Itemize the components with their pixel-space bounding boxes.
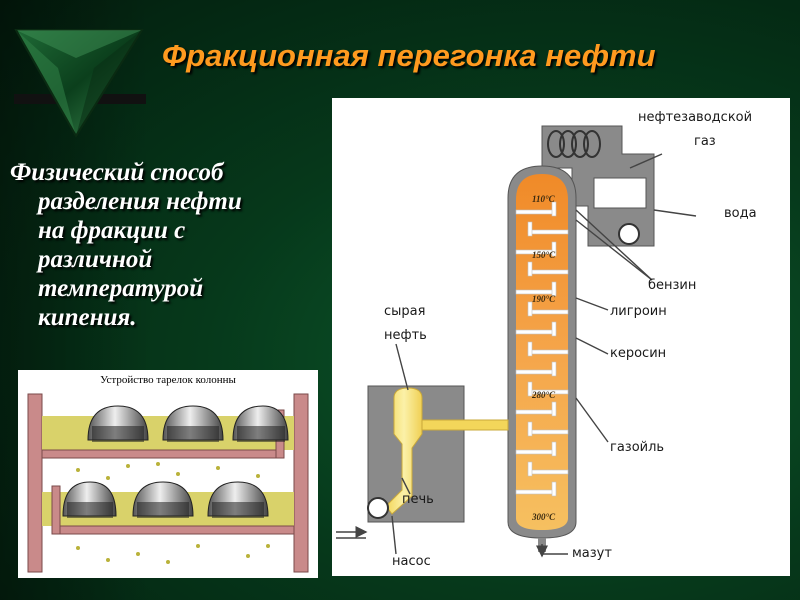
label-pump: насос	[392, 554, 431, 569]
label-gasoline: бензин	[648, 278, 697, 293]
tray-illustration	[27, 393, 309, 573]
tray-figure-title: Устройство тарелок колонны	[100, 374, 236, 386]
green-triangle-logo-icon	[14, 29, 146, 138]
temperature-label: 150°C	[532, 250, 556, 260]
column-trays	[515, 201, 569, 497]
condenser-coil-icon	[547, 130, 601, 158]
description-line: кипения.	[38, 304, 137, 331]
label-refinery-gas-2: газ	[694, 134, 716, 149]
tray-device-figure: Устройство тарелок колонны	[18, 370, 318, 578]
bubble-cap-icon	[132, 481, 194, 518]
bubble-cap-icon	[232, 405, 289, 442]
bubble-cap-icon	[62, 481, 117, 518]
slide-title: Фракционная перегонка нефти	[162, 38, 656, 73]
description-text: Физический способ разделения нефти на фр…	[10, 158, 320, 332]
description-line: на фракции с	[38, 217, 186, 244]
distillation-column-illustration	[336, 125, 697, 558]
distillation-diagram: нефтезаводской газ вода бензин лигроин к…	[332, 98, 790, 576]
temperature-label: 280°C	[532, 390, 556, 400]
label-gasoil: газойль	[610, 440, 665, 455]
description-line: температурой	[38, 275, 204, 302]
label-ligroin: лигроин	[610, 304, 667, 319]
label-mazut: мазут	[572, 546, 612, 561]
label-crude-oil-2: нефть	[384, 328, 427, 343]
label-refinery-gas: нефтезаводской	[638, 110, 753, 125]
bubble-cap-icon	[87, 405, 149, 442]
temperature-label: 300°C	[532, 512, 556, 522]
description-line: Физический способ	[10, 159, 224, 186]
label-water: вода	[724, 206, 757, 221]
temperature-label: 190°C	[532, 294, 556, 304]
description-line: разделения нефти	[38, 188, 242, 215]
bubble-cap-icon	[207, 481, 269, 518]
bubble-cap-icon	[162, 405, 224, 442]
label-kerosene: керосин	[610, 346, 667, 361]
description-line: различной	[38, 246, 153, 273]
label-furnace: печь	[402, 492, 434, 507]
label-crude-oil: сырая	[384, 304, 426, 319]
temperature-label: 110°C	[532, 194, 555, 204]
